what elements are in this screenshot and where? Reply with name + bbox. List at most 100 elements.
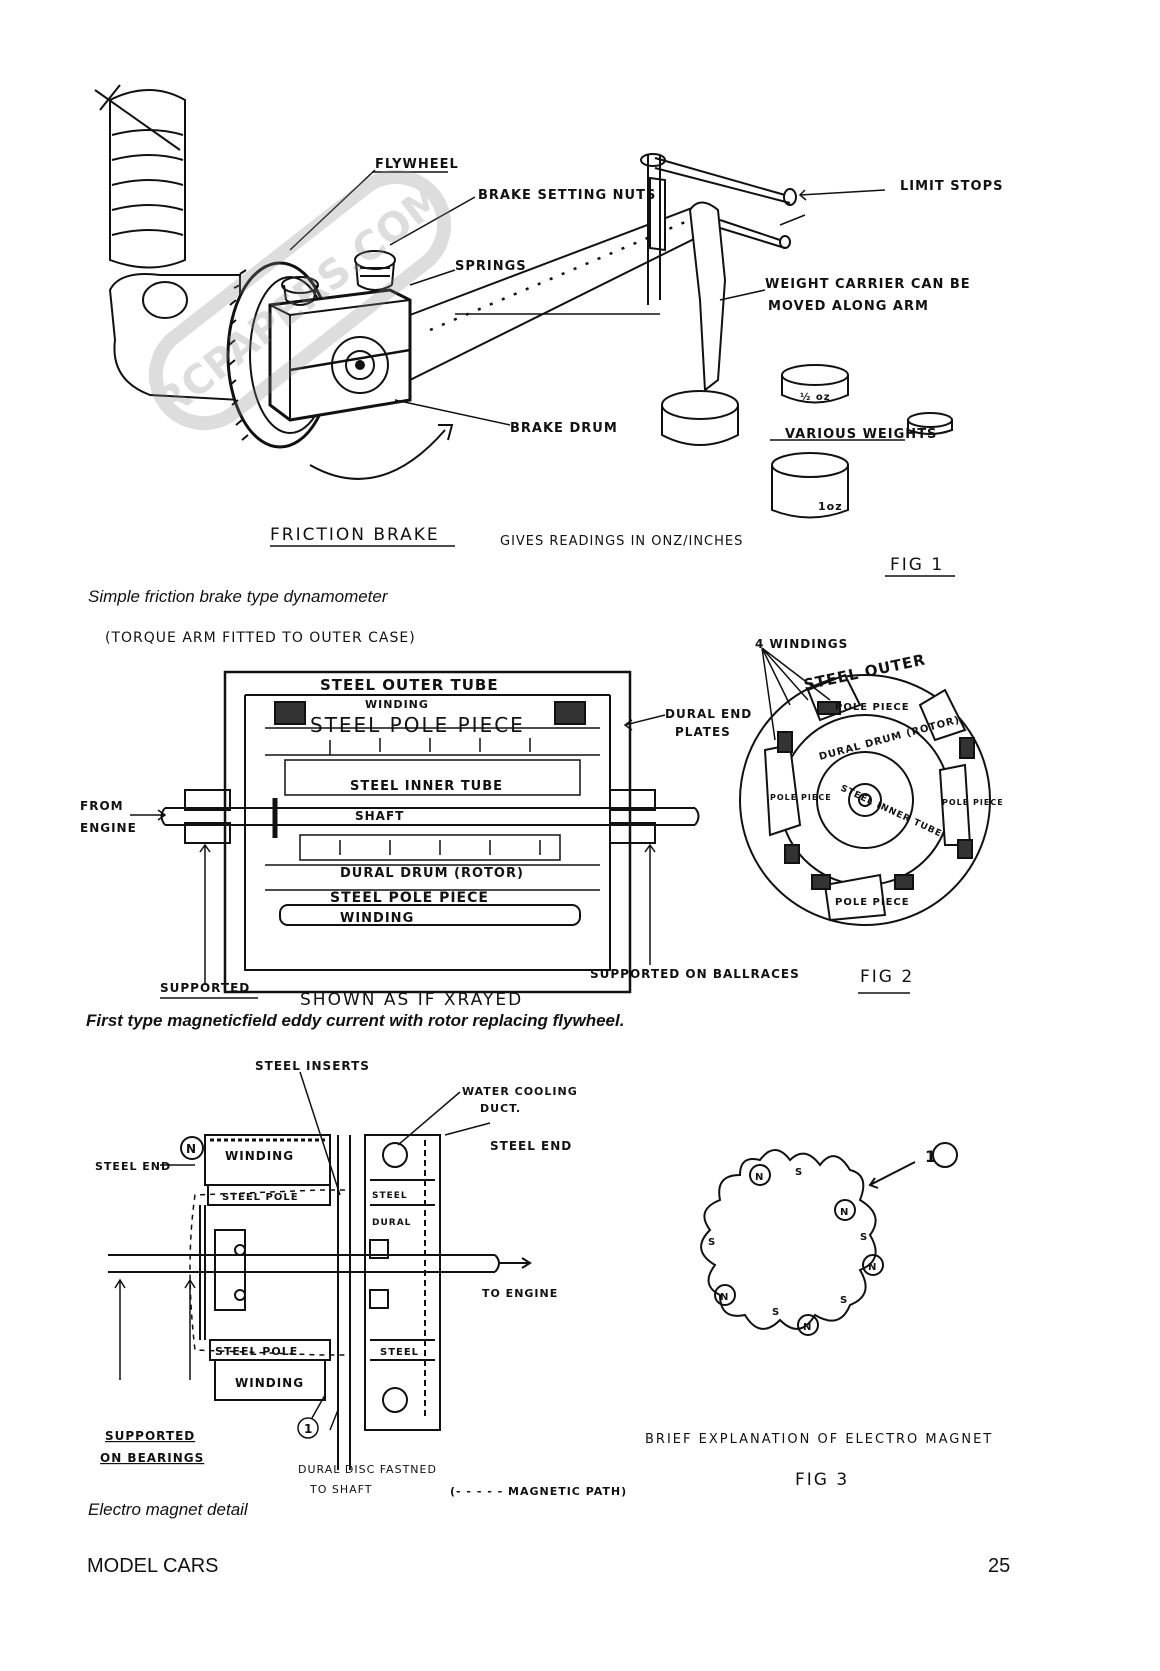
label-weight-carrier-2: MOVED ALONG ARM — [768, 299, 929, 314]
label-gives-readings: GIVES READINGS IN ONZ/INCHES — [500, 534, 743, 549]
fig1-leader-lines — [289, 169, 886, 426]
label-weight-carrier-1: WEIGHT CARRIER CAN BE — [765, 277, 971, 292]
pole-s-1: S — [795, 1167, 803, 1178]
label-steel-pole-piece-top: STEEL POLE PIECE — [310, 713, 525, 737]
label-dural: DURAL — [372, 1218, 411, 1228]
page-number: 25 — [988, 1555, 1011, 1577]
rosette — [700, 1142, 958, 1336]
label-limit-stops: LIMIT STOPS — [900, 179, 1003, 194]
label-shown-as-xrayed: SHOWN AS IF XRAYED — [300, 990, 523, 1010]
label-winding-bottom-fig3: WINDING — [235, 1376, 304, 1390]
label-winding-top-fig3: WINDING — [225, 1149, 294, 1163]
fig2-arrows — [130, 714, 666, 985]
label-steel-pole-top: STEEL POLE — [222, 1192, 299, 1203]
label-pole-piece-right: POLE PIECE — [942, 798, 1004, 807]
magnet-body — [199, 1134, 331, 1401]
label-brief-explanation: BRIEF EXPLANATION OF ELECTRO MAGNET — [645, 1432, 993, 1447]
figure-2-drawing: (TORQUE ARM FITTED TO OUTER CASE) STEEL … — [80, 630, 1004, 1010]
label-winding-bottom: WINDING — [340, 911, 414, 926]
label-torque-note: (TORQUE ARM FITTED TO OUTER CASE) — [105, 630, 416, 646]
pole-n-2: N — [840, 1207, 849, 1218]
label-various-weights: VARIOUS WEIGHTS — [785, 427, 937, 442]
fig3-leader-lines — [160, 1071, 491, 1439]
pole-n-1: N — [755, 1172, 764, 1183]
label-steel-end-left: STEEL END — [95, 1160, 171, 1173]
label-steel-outer-tube: STEEL OUTER TUBE — [320, 676, 499, 694]
label-shaft: SHAFT — [355, 809, 404, 823]
label-supported-ballraces: SUPPORTED ON BALLRACES — [590, 967, 800, 981]
label-steel-pole-piece-bottom: STEEL POLE PIECE — [330, 890, 489, 906]
figure-1-drawing: FLYWHEEL BRAKE SETTING NUTS LIMIT STOPS … — [94, 84, 1003, 577]
label-pole-piece-left: POLE PIECE — [770, 793, 832, 802]
caption-fig-2: First type magneticfield eddy current wi… — [86, 1011, 625, 1030]
supports-fig3 — [114, 1278, 196, 1380]
pole-n-3: N — [868, 1262, 877, 1273]
label-n-marker: N — [186, 1142, 197, 1156]
brake-setting-nuts — [281, 250, 396, 306]
magnetic-path — [189, 1189, 345, 1356]
label-supported: SUPPORTED — [160, 981, 250, 995]
n-marker — [180, 1136, 204, 1160]
carb — [142, 281, 188, 319]
label-dural-disc-1: DURAL DISC FASTNED — [298, 1463, 437, 1476]
pole-s-5: S — [708, 1237, 716, 1248]
label-4-windings: 4 WINDINGS — [755, 637, 848, 651]
label-water-cooling-1: WATER COOLING — [462, 1085, 578, 1098]
pole-n-5: N — [720, 1292, 729, 1303]
pole-s-3: S — [840, 1295, 848, 1306]
label-fig-3: FIG 3 — [795, 1470, 849, 1490]
label-dural-drum: DURAL DRUM (ROTOR) — [340, 866, 524, 881]
label-to-engine: TO ENGINE — [482, 1287, 558, 1300]
label-dural-disc-2: TO SHAFT — [309, 1483, 373, 1496]
label-weight-half-oz: ½ oz — [800, 392, 831, 403]
pole-s-4: S — [772, 1307, 780, 1318]
label-fig-2: FIG 2 — [860, 967, 914, 987]
pole-pieces — [265, 727, 600, 891]
label-dural-end-1: DURAL END — [665, 707, 752, 721]
label-steel-pole-bottom: STEEL POLE — [215, 1345, 298, 1358]
fig2-underlines — [160, 992, 910, 999]
label-from-engine-2: ENGINE — [80, 821, 137, 835]
label-fig3-one-left: 1 — [304, 1422, 313, 1436]
label-pole-piece-end-top: POLE PIECE — [835, 702, 910, 713]
label-steel-inner-tube: STEEL INNER TUBE — [350, 779, 503, 794]
label-steel-right-top: STEEL — [372, 1191, 408, 1201]
end-view — [739, 647, 991, 926]
limit-stop-post — [640, 153, 797, 305]
pole-s-2: S — [860, 1232, 868, 1243]
pole-n-4: N — [803, 1322, 812, 1333]
label-supported-fig3-1: SUPPORTED — [105, 1429, 195, 1443]
engine-cylinder — [94, 84, 186, 269]
disc-and-end — [337, 1134, 441, 1470]
figure-3-drawing: 1 N N N N N S S S S S STEEL INSERTS WATE… — [95, 1059, 993, 1498]
label-supported-fig3-2: ON BEARINGS — [100, 1451, 204, 1465]
label-brake-setting-nuts: BRAKE SETTING NUTS — [478, 188, 656, 203]
label-fig3-one-right: 1 — [925, 1147, 937, 1166]
label-magnetic-path: (- - - - - MAGNETIC PATH) — [450, 1485, 627, 1498]
shaft-fig3 — [108, 1254, 532, 1273]
outer-case — [223, 670, 632, 994]
label-steel-inserts: STEEL INSERTS — [255, 1059, 370, 1073]
watermark-text: RCPAPERS.COM — [148, 174, 453, 427]
label-pole-piece-bottom: POLE PIECE — [835, 897, 910, 908]
label-steel-right-bottom: STEEL — [380, 1347, 419, 1358]
label-dural-end-2: PLATES — [675, 725, 731, 739]
crankcase — [108, 273, 241, 402]
label-weight-1oz: 1oz — [818, 500, 843, 513]
fig1-underlines — [270, 171, 955, 577]
label-steel-end-right: STEEL END — [490, 1139, 572, 1153]
footer-left: MODEL CARS — [87, 1555, 219, 1577]
label-springs: SPRINGS — [455, 259, 527, 274]
label-flywheel: FLYWHEEL — [375, 157, 459, 172]
weights — [771, 364, 953, 519]
label-steel-outer-end: STEEL OUTER — [802, 650, 927, 693]
brake-block — [268, 288, 412, 422]
label-winding-top: WINDING — [365, 698, 429, 711]
weight-carrier — [661, 201, 739, 446]
label-friction-brake: FRICTION BRAKE — [270, 525, 440, 545]
caption-fig-1: Simple friction brake type dynamometer — [88, 587, 388, 606]
label-fig-1: FIG 1 — [890, 555, 944, 575]
label-water-cooling-2: DUCT. — [480, 1102, 521, 1115]
label-from-engine-1: FROM — [80, 799, 124, 813]
watermark: RCPAPERS.COM — [148, 169, 453, 431]
